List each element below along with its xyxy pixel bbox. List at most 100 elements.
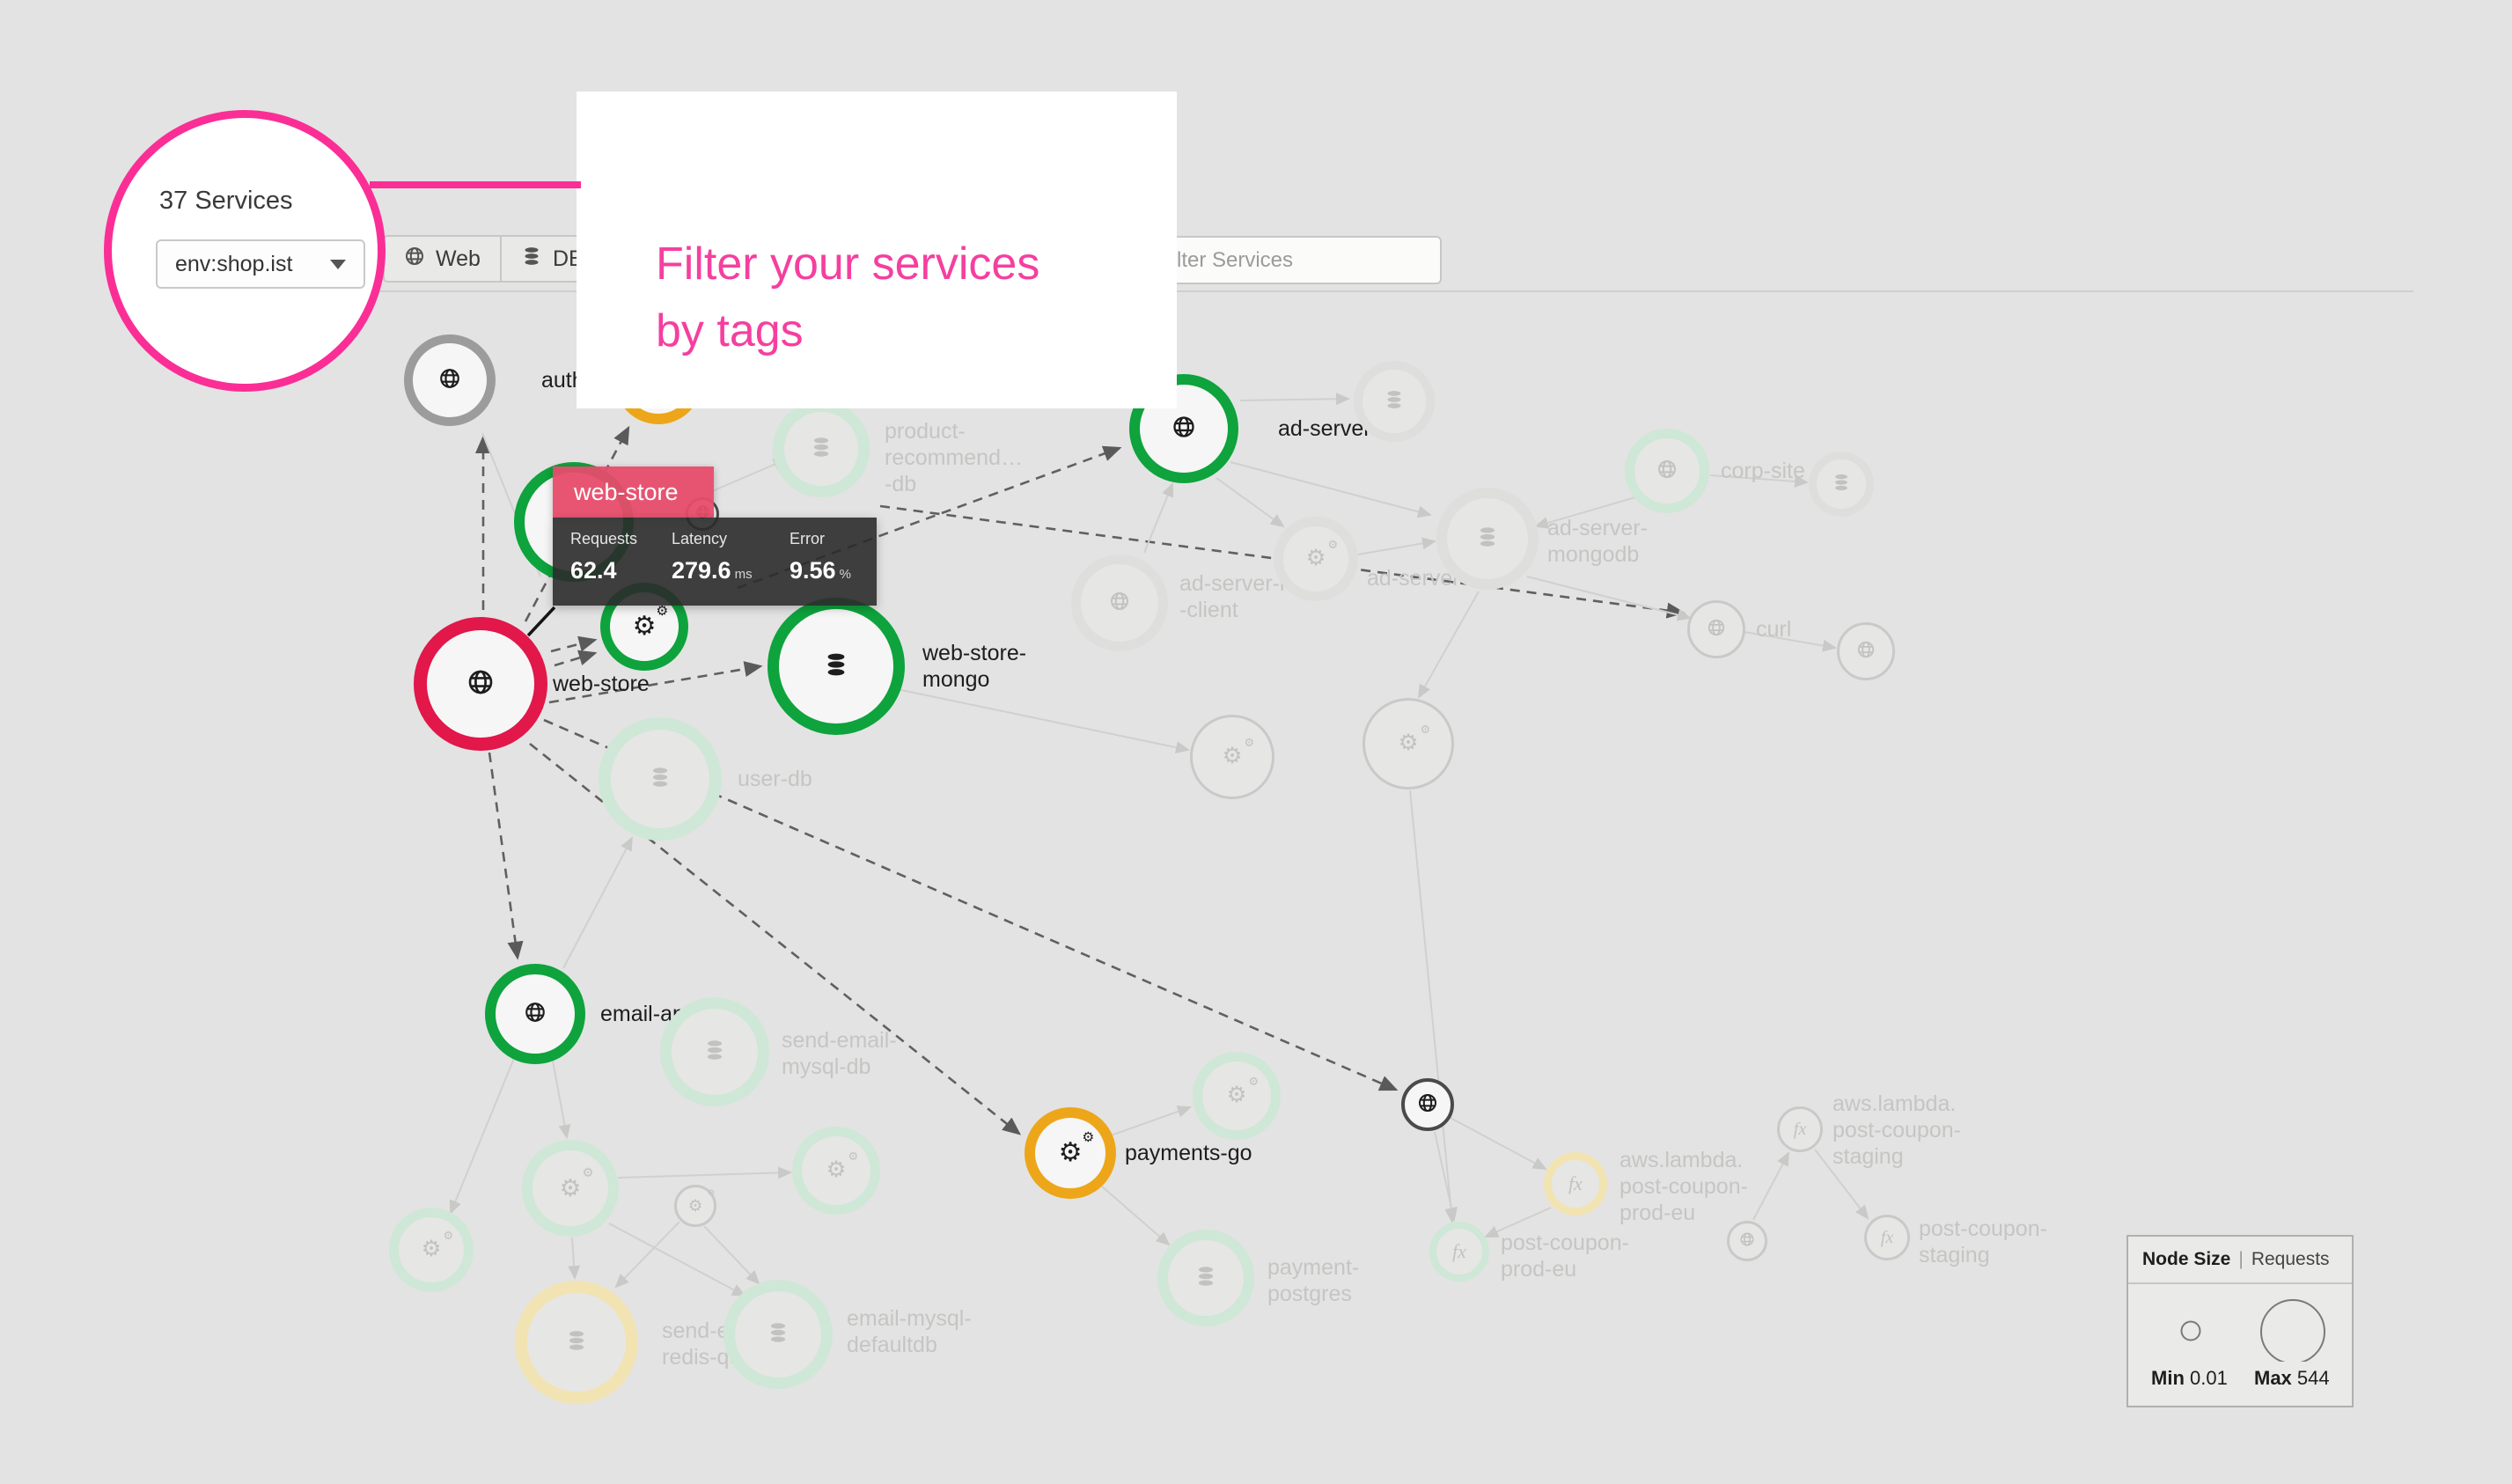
service-node-bl-gears-right[interactable]: ⚙ ⚙ [792,1127,880,1215]
edge [703,1225,760,1285]
annotation-connector-line [370,181,581,188]
service-node-ad-server-db-ne[interactable] [1354,361,1435,442]
gears-icon: ⚙ ⚙ [559,1166,594,1202]
database-icon [565,1329,588,1356]
edge [554,650,598,667]
service-node-web-store[interactable] [414,617,547,751]
legend-max-circle [2260,1299,2325,1362]
service-label-user-db: user-db [738,767,812,791]
service-node-payment-postgres[interactable] [1157,1230,1254,1326]
service-node-ad-server-mongodb[interactable] [1436,488,1539,590]
service-node-coupon-gateway[interactable] [1401,1078,1454,1131]
legend-min-circle [2180,1320,2201,1341]
edge [568,1237,581,1280]
service-label-aws-lambda-post-coupon-prod-eu: aws.lambda.post-coupon-prod-eu [1620,1148,1748,1225]
edge [1418,591,1480,699]
edge [1239,393,1350,406]
env-filter-dropdown[interactable]: env:shop.ist [156,239,365,289]
service-node-ad-server-http-client[interactable] [1071,555,1168,651]
service-node-payments-gears-above[interactable]: ⚙ ⚙ [1193,1052,1281,1140]
globe-icon [404,246,425,273]
service-node-aws-lambda-post-coupon-prod-eu[interactable]: fx [1544,1152,1607,1216]
service-type-filter-group: Web DB [383,235,605,283]
edge [562,836,633,969]
edge [548,661,763,704]
database-icon [649,766,672,793]
chevron-down-icon [330,259,346,269]
service-node-auth[interactable] [404,334,496,426]
service-node-mid-globe-small[interactable] [1727,1221,1767,1261]
service-node-curl-neighbor[interactable] [1837,622,1895,680]
gears-icon: ⚙ ⚙ [1058,1130,1095,1168]
service-node-post-coupon-prod-eu[interactable]: fx [1429,1222,1489,1282]
edge [550,635,598,653]
edge [488,752,524,960]
gears-icon: ⚙ ⚙ [687,1187,716,1215]
globe-icon [1739,1231,1755,1252]
globe-icon [1109,591,1130,616]
edge [1101,1186,1171,1246]
legend-min: Min 0.01 [2151,1367,2228,1389]
service-label-corp-site: corp-site [1721,459,1805,483]
callout-box: Filter your services by tags [577,92,1177,408]
database-icon [703,1039,726,1066]
filter-web-button[interactable]: Web [385,237,500,281]
edge [1409,790,1458,1223]
edge [1744,631,1837,652]
edge [608,1223,746,1297]
edge [1752,1151,1789,1221]
filter-web-label: Web [436,246,481,271]
service-node-corp-site[interactable] [1625,429,1709,513]
service-label-aws-lambda-post-coupon-staging: aws.lambda.post-coupon-staging [1833,1091,1961,1169]
service-node-send-email-redis-queue[interactable] [515,1281,638,1404]
service-node-corp-db[interactable] [1809,452,1874,517]
service-node-send-email-mysql-db[interactable] [660,997,769,1106]
edge [1484,1207,1552,1238]
globe-icon [524,1001,547,1028]
callout-line2: by tags [656,305,804,356]
service-node-bl-gears-mid[interactable]: ⚙ ⚙ [522,1140,619,1237]
service-node-bl-gears-small[interactable]: ⚙ ⚙ [674,1185,716,1227]
lambda-fx-icon: fx [1880,1227,1894,1247]
legend-title: Node Size [2142,1249,2231,1269]
search-input[interactable] [1142,236,1442,284]
service-node-mid-gears-2[interactable]: ⚙ ⚙ [1363,698,1454,790]
service-node-email-mysql-defaultdb[interactable] [723,1280,833,1389]
annotation-circle: 37 Services env:shop.ist [104,110,386,392]
service-node-user-db[interactable] [599,717,722,841]
database-icon [767,1321,790,1348]
service-label-curl: curl [1756,617,1792,642]
lambda-fx-icon: fx [1452,1240,1466,1262]
edge [1814,1149,1869,1220]
service-node-email-api-py[interactable] [485,964,585,1064]
service-node-ad-server-tcp[interactable]: ⚙ ⚙ [1274,517,1358,601]
service-node-payments-go[interactable]: ⚙ ⚙ [1025,1107,1116,1199]
edge [617,1166,792,1179]
service-node-product-recommend-db[interactable] [773,400,870,497]
globe-icon [1656,459,1678,484]
legend-max: Max 544 [2254,1367,2330,1389]
service-node-bl-gears-left[interactable]: ⚙ ⚙ [389,1208,474,1292]
gears-icon: ⚙ ⚙ [826,1150,859,1183]
edge [1526,576,1692,621]
edge [614,1221,680,1289]
edge [703,459,788,496]
service-node-post-coupon-staging[interactable]: fx [1864,1215,1910,1260]
service-node-web-store-mongo[interactable] [768,598,905,735]
gears-icon: ⚙ ⚙ [1398,723,1431,756]
service-node-curl[interactable] [1687,600,1745,658]
database-icon [810,436,833,463]
service-node-mid-gears-1[interactable]: ⚙ ⚙ [1190,715,1274,799]
lambda-fx-icon: fx [1568,1172,1583,1194]
database-icon [1476,525,1499,553]
service-node-aws-lambda-post-coupon-staging[interactable]: fx [1777,1106,1823,1152]
services-count: 37 Services [159,187,293,215]
gears-icon: ⚙ ⚙ [632,604,669,642]
service-label-post-coupon-staging: post-coupon-staging [1919,1216,2047,1267]
topbar-divider [132,290,2413,292]
globe-icon [1172,415,1196,444]
edge [1143,482,1174,554]
